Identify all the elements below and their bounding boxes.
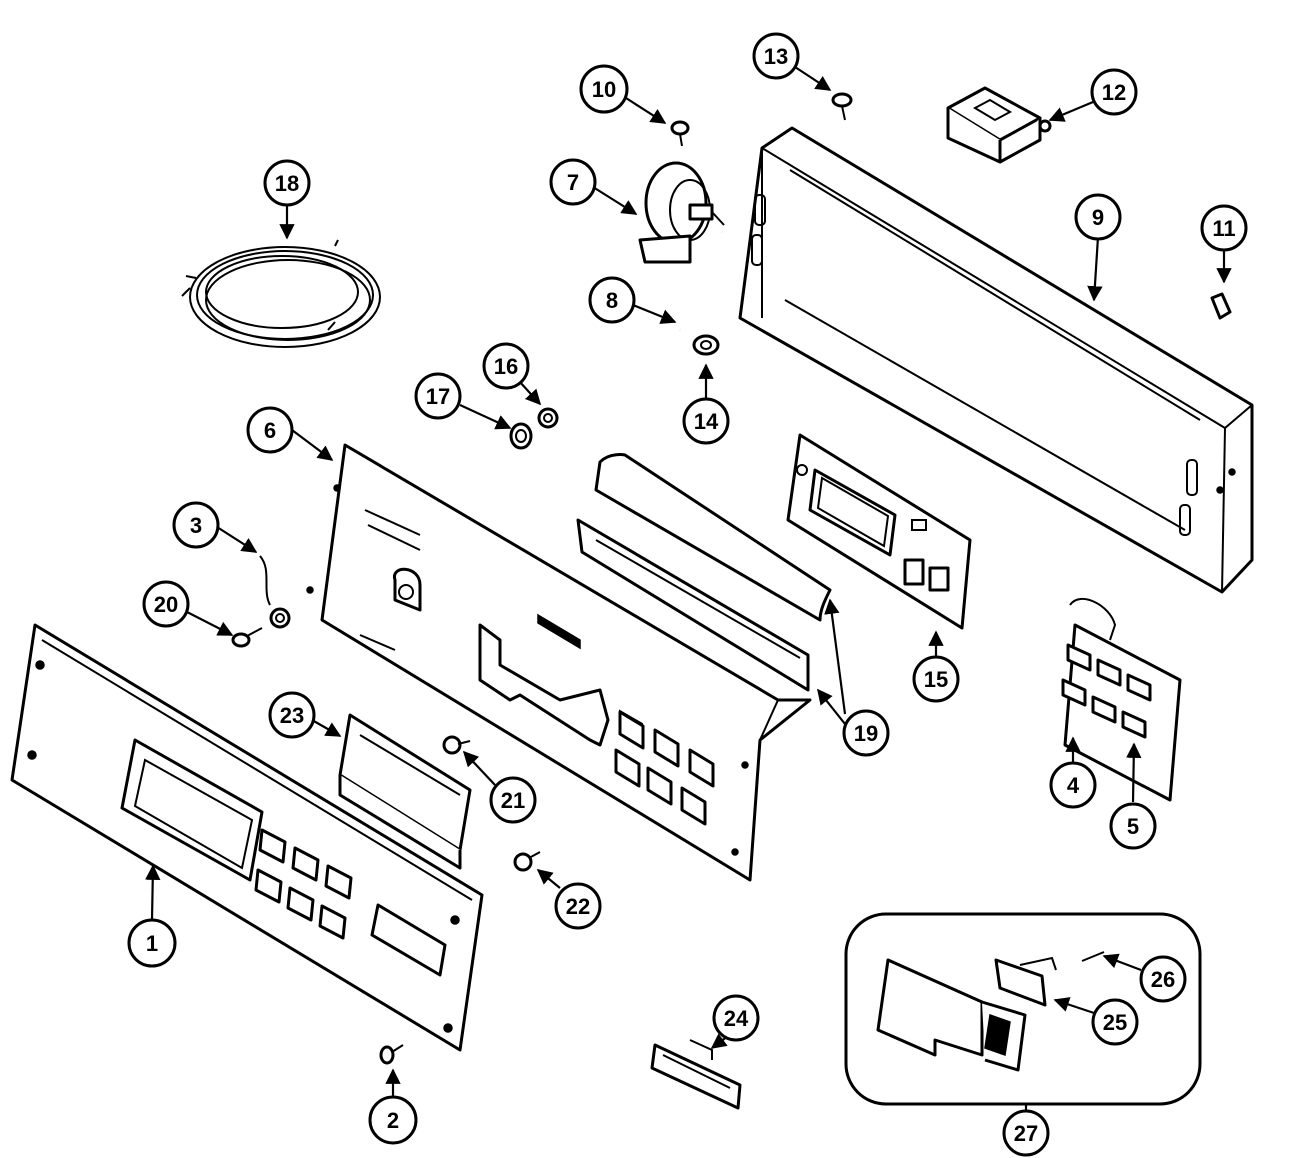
svg-text:18: 18 — [275, 171, 299, 196]
svg-text:27: 27 — [1014, 1121, 1038, 1146]
control-panel-bracket-part — [306, 443, 812, 882]
callout-19: 19 — [842, 709, 890, 757]
callout-22: 22 — [554, 882, 602, 930]
screw-part-10 — [670, 120, 690, 147]
svg-text:10: 10 — [592, 77, 616, 102]
callout-15: 15 — [912, 655, 960, 703]
callout-7: 7 — [549, 158, 597, 206]
svg-text:6: 6 — [264, 418, 276, 443]
washer-part-16 — [537, 407, 559, 429]
svg-text:20: 20 — [154, 592, 178, 617]
callout-1: 1 — [127, 918, 177, 968]
svg-text:13: 13 — [764, 44, 788, 69]
svg-text:16: 16 — [494, 354, 518, 379]
callout-6: 6 — [246, 406, 294, 454]
svg-text:12: 12 — [1102, 80, 1126, 105]
screw-part-20 — [231, 627, 263, 648]
callout-4: 4 — [1049, 761, 1097, 809]
clip-part-24 — [650, 1039, 742, 1110]
svg-text:5: 5 — [1127, 814, 1139, 839]
svg-text:25: 25 — [1103, 1010, 1127, 1035]
pressure-switch-part — [638, 161, 725, 264]
svg-text:8: 8 — [606, 288, 618, 313]
callout-27: 27 — [1002, 1109, 1050, 1157]
wire-harness-part — [181, 239, 381, 348]
ground-wire-part — [259, 555, 291, 629]
fastener-part-13 — [831, 92, 853, 121]
callout-20: 20 — [142, 580, 190, 628]
overlay-film-part — [576, 453, 832, 692]
svg-text:22: 22 — [566, 894, 590, 919]
svg-text:11: 11 — [1212, 216, 1235, 241]
svg-text:14: 14 — [694, 409, 719, 434]
callout-25: 25 — [1091, 998, 1139, 1046]
button-board-part — [1061, 598, 1182, 802]
callout-5: 5 — [1109, 802, 1157, 850]
svg-text:26: 26 — [1151, 967, 1175, 992]
callout-12: 12 — [1090, 68, 1138, 116]
svg-text:7: 7 — [567, 170, 579, 195]
kit-box-part-27 — [844, 912, 1202, 1106]
control-board-part — [786, 433, 972, 630]
bracket-box-part — [946, 86, 1052, 164]
callout-8: 8 — [588, 276, 636, 324]
callout-13: 13 — [752, 32, 800, 80]
screw-part-2 — [379, 1044, 404, 1065]
clip-part-11 — [1210, 292, 1232, 320]
callout-3: 3 — [172, 501, 220, 549]
screw-part-22 — [513, 851, 541, 872]
svg-text:3: 3 — [190, 513, 202, 538]
svg-text:9: 9 — [1092, 205, 1104, 230]
svg-text:24: 24 — [724, 1006, 749, 1031]
callout-10: 10 — [579, 64, 629, 114]
nut-part-14 — [692, 334, 720, 356]
callout-23: 23 — [268, 691, 316, 739]
svg-text:2: 2 — [387, 1108, 399, 1133]
knob-part-17 — [509, 422, 533, 450]
screw-part-21 — [442, 735, 471, 755]
callout-14: 14 — [682, 397, 730, 445]
svg-text:15: 15 — [924, 667, 948, 692]
callout-9: 9 — [1074, 193, 1122, 241]
callout-16: 16 — [482, 342, 530, 390]
svg-text:21: 21 — [501, 788, 525, 813]
svg-text:4: 4 — [1067, 773, 1080, 798]
svg-text:1: 1 — [146, 931, 158, 956]
leader-lines — [145, 64, 1232, 1113]
callout-21: 21 — [489, 776, 537, 824]
console-housing-part — [738, 126, 1254, 594]
callout-26: 26 — [1139, 955, 1187, 1003]
callout-18: 18 — [263, 159, 311, 207]
svg-text:23: 23 — [280, 703, 304, 728]
callout-24: 24 — [712, 994, 760, 1042]
callout-2: 2 — [368, 1095, 418, 1145]
callout-17: 17 — [414, 372, 462, 420]
svg-text:17: 17 — [426, 384, 450, 409]
svg-text:19: 19 — [854, 721, 878, 746]
front-panel-part — [10, 623, 484, 1052]
callouts: 1 2 3 4 5 6 7 8 9 10 11 12 13 14 15 16 1… — [127, 32, 1248, 1157]
callout-11: 11 — [1200, 204, 1248, 252]
display-lens-part — [338, 713, 472, 870]
